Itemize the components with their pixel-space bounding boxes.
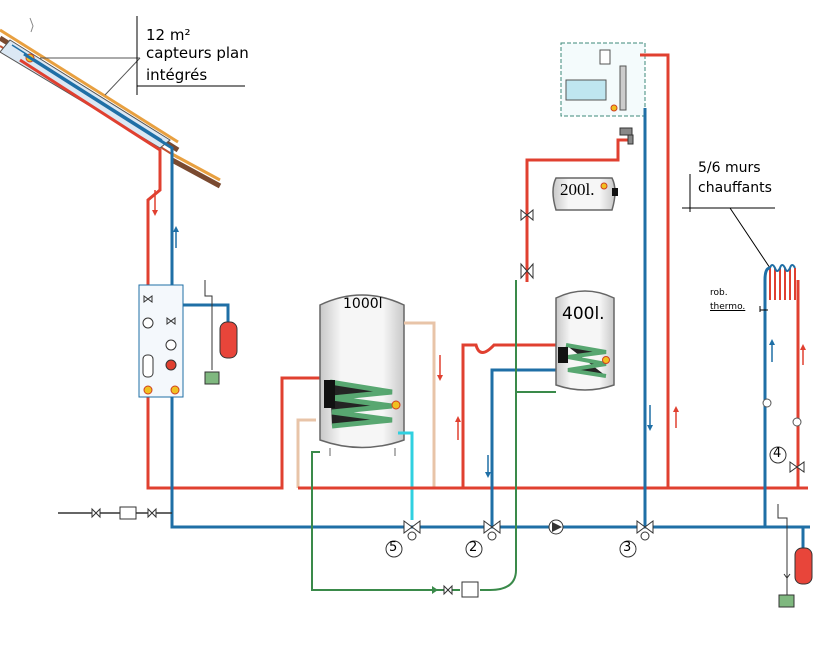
- heated-wall-coil: [769, 264, 796, 300]
- circulation-pump: [548, 519, 564, 535]
- bathroom-unit: [560, 42, 646, 117]
- collectors-area-label: 12 m²: [146, 26, 191, 44]
- dhw-hot-pipe: [525, 138, 630, 282]
- cold-water-inlet: [58, 506, 172, 520]
- valve-2: [483, 520, 501, 541]
- tank-1000-liters: [319, 294, 405, 456]
- valve-number-3: 3: [623, 540, 632, 555]
- cyan-pipe: [398, 431, 414, 520]
- heated-walls-label-line1: 5/6 murs: [698, 160, 761, 176]
- collectors-type-label-line2: intégrés: [146, 66, 208, 84]
- tap-icon: [619, 127, 634, 145]
- valve-3: [636, 520, 654, 541]
- solar-hot-pipe: [19, 58, 320, 490]
- fill-valve-box: [432, 581, 479, 598]
- thermo-valve-label-line2: thermo.: [710, 302, 746, 312]
- walls-return-pipe: [763, 266, 771, 527]
- tank-400-liters: [555, 290, 615, 391]
- valve-number-5: 5: [389, 540, 398, 555]
- heated-walls-label-frame: [682, 174, 775, 269]
- bathroom-hot-pipe: [640, 53, 670, 488]
- tank-400-label: 400l.: [562, 304, 605, 324]
- solar-cold-pipe: [23, 52, 810, 529]
- solar-expansion-vessel: [183, 280, 238, 385]
- collector-label-frame: [136, 16, 245, 95]
- tank400-return-pipe: [490, 368, 558, 527]
- valve-5: [403, 520, 421, 541]
- tank-1000-label: 1000l: [343, 296, 383, 312]
- beige-pipe: [296, 321, 436, 488]
- collectors-type-label-line1: capteurs plan: [146, 44, 249, 62]
- heating-expansion-vessel: [777, 504, 813, 608]
- three-way-valve-top: [520, 208, 534, 280]
- tank-200-label: 200l.: [560, 180, 595, 199]
- heated-walls-label-line2: chauffants: [698, 180, 772, 196]
- tank-200-liters: [552, 177, 618, 211]
- tank400-supply-pipe: [461, 343, 560, 488]
- thermo-valve-label-line1: rob.: [710, 288, 728, 298]
- valve-number-2: 2: [469, 540, 478, 555]
- valve-number-4: 4: [773, 446, 782, 461]
- solar-pump-station: [138, 284, 184, 398]
- green-pipe: [311, 280, 556, 591]
